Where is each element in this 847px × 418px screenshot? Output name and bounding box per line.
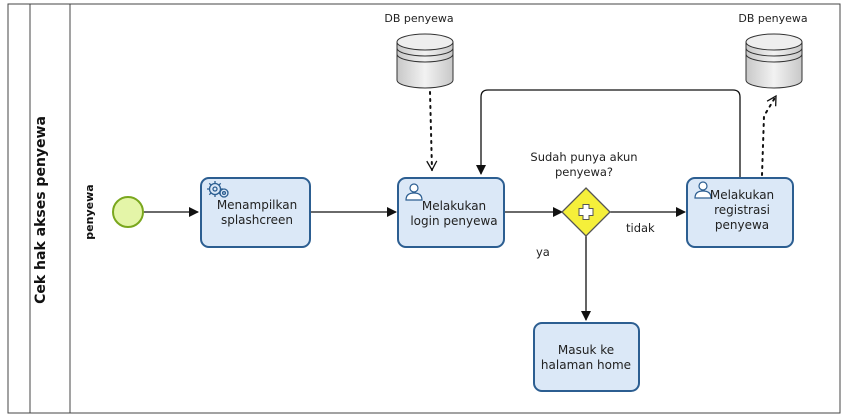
plus-icon <box>578 204 594 220</box>
parallel-gateway[interactable] <box>561 187 611 237</box>
task-label: splashcreen <box>221 213 293 227</box>
gear-icon <box>207 181 229 198</box>
task-label: Melakukan <box>422 199 486 213</box>
user-icon <box>694 181 712 199</box>
data-store-db1[interactable]: DB penyewa <box>384 12 454 89</box>
data-store-label: DB penyewa <box>738 12 807 25</box>
task-label: registrasi <box>714 203 770 217</box>
flow-label-ya: ya <box>536 245 550 259</box>
data-association-db1-login <box>426 91 438 172</box>
pool-label: Cek hak akses penyewa <box>33 116 49 304</box>
lane-label: penyewa <box>83 184 96 239</box>
start-event[interactable] <box>112 196 144 228</box>
gateway-question: penyewa? <box>555 165 613 179</box>
task-melakukan-login-penyewa[interactable]: Melakukan login penyewa <box>397 177 505 248</box>
gateway-question: Sudah punya akun <box>530 150 637 164</box>
data-store-db2[interactable]: DB penyewa <box>738 12 808 89</box>
task-label: Menampilkan <box>217 198 297 212</box>
task-melakukan-registrasi-penyewa[interactable]: Melakukan registrasi penyewa <box>686 177 794 248</box>
flow-registrasi-login <box>476 89 741 178</box>
task-label: halaman home <box>541 358 631 372</box>
flow-label-tidak: tidak <box>626 221 655 235</box>
user-icon <box>405 183 423 201</box>
task-label: login penyewa <box>410 214 497 228</box>
task-label: Melakukan <box>710 188 774 202</box>
task-label: Masuk ke <box>558 343 614 357</box>
task-masuk-ke-halaman-home[interactable]: Masuk ke halaman home <box>533 322 640 392</box>
sequence-flows <box>144 89 741 321</box>
task-menampilkan-splashcreen[interactable]: Menampilkan splashcreen <box>200 177 311 248</box>
data-store-label: DB penyewa <box>384 12 453 25</box>
task-label: penyewa <box>715 218 769 232</box>
